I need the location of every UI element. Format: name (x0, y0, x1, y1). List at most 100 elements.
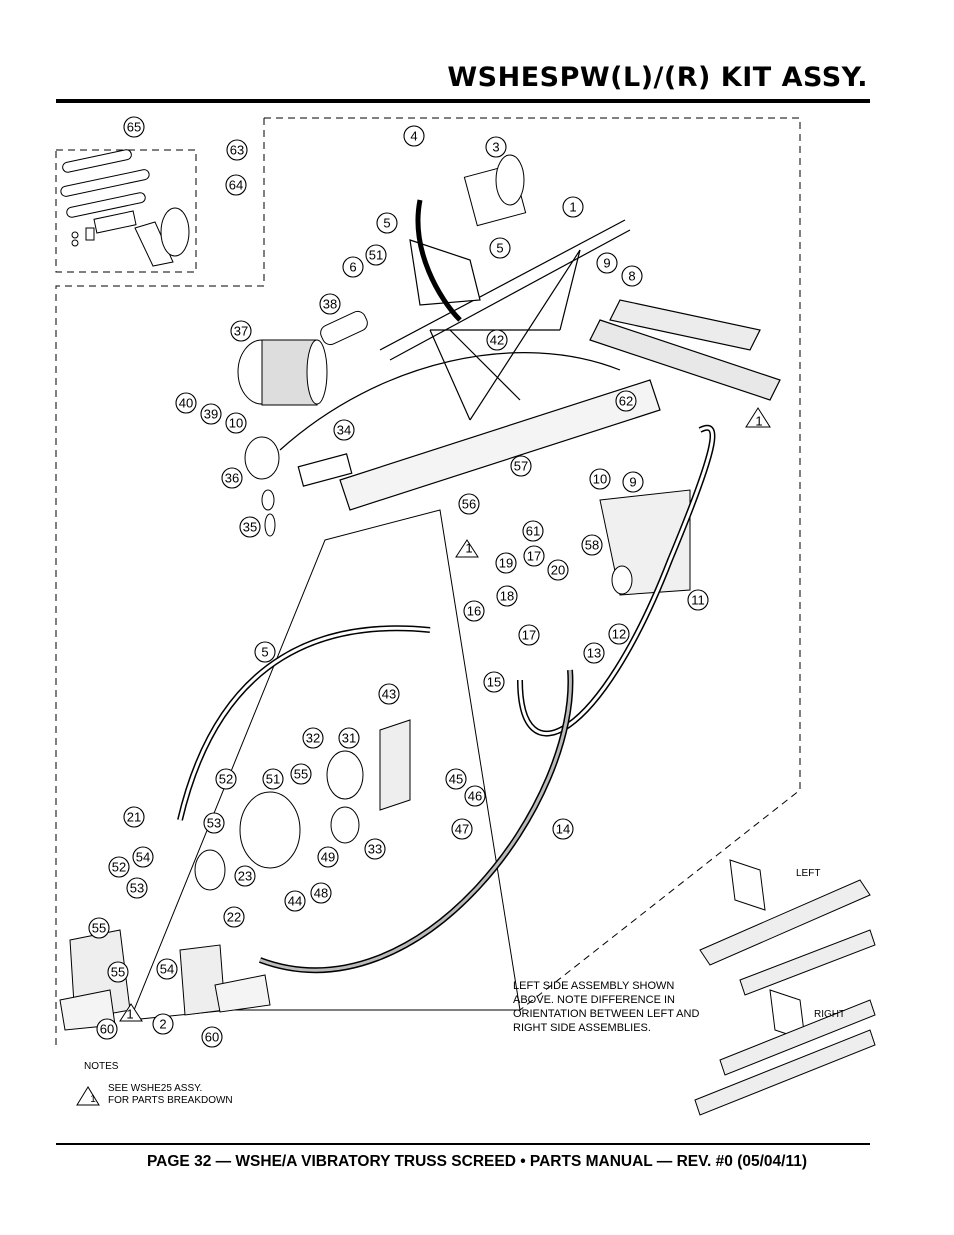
callout-number: 17 (522, 628, 536, 643)
callout-circle (483, 671, 505, 693)
callout-circle (123, 806, 145, 828)
callout-36: 36 (221, 467, 243, 489)
callout-number: 15 (487, 675, 501, 690)
callout-circle (489, 237, 511, 259)
callout-number: 1 (755, 414, 762, 429)
callout-number: 55 (92, 921, 106, 936)
callout-34: 34 (333, 419, 355, 441)
callout-circle (290, 763, 312, 785)
callout-39: 39 (200, 403, 222, 425)
callout-31: 31 (338, 727, 360, 749)
callout-32: 32 (302, 727, 324, 749)
callout-18: 18 (496, 585, 518, 607)
callout-65: 65 (123, 116, 145, 138)
right-inset-label: RIGHT (814, 1009, 845, 1020)
callout-circle (376, 212, 398, 234)
callout-number: 48 (314, 886, 328, 901)
callout-17: 17 (518, 624, 540, 646)
callout-4: 4 (403, 125, 425, 147)
callout-60: 60 (201, 1026, 223, 1048)
callout-number: 60 (100, 1022, 114, 1037)
callout-circle (496, 585, 518, 607)
callout-circle (215, 768, 237, 790)
callout-number: 38 (323, 297, 337, 312)
notes-text: SEE WSHE25 ASSY. FOR PARTS BREAKDOWN (108, 1083, 233, 1107)
callout-number: 4 (410, 129, 417, 144)
callout-circle (589, 468, 611, 490)
callout-57: 57 (510, 455, 532, 477)
drive-assembly (59, 719, 411, 1031)
callout-9: 9 (596, 252, 618, 274)
callout-number: 19 (499, 556, 513, 571)
callout-number: 54 (136, 850, 150, 865)
callout-number: 2 (159, 1017, 166, 1032)
callout-circle (581, 534, 603, 556)
callout-circle (234, 865, 256, 887)
callout-circle (621, 265, 643, 287)
callout-circle (338, 727, 360, 749)
kit-boundary (55, 117, 801, 1050)
callout-number: 16 (467, 604, 481, 619)
callout-circle (523, 545, 545, 567)
callout-circle (365, 244, 387, 266)
callout-circle (107, 961, 129, 983)
callout-58: 58 (581, 534, 603, 556)
callout-circle (201, 1026, 223, 1048)
callout-number: 56 (462, 497, 476, 512)
callout-circle (88, 917, 110, 939)
callout-number: 5 (496, 241, 503, 256)
callout-circle (223, 906, 245, 928)
callout-48: 48 (310, 882, 332, 904)
callout-number: 57 (514, 459, 528, 474)
callout-number: 53 (130, 881, 144, 896)
callout-circle (254, 641, 276, 663)
callout-51: 51 (262, 768, 284, 790)
callout-number: 45 (449, 772, 463, 787)
callout-circle (547, 559, 569, 581)
callout-circle (622, 471, 644, 493)
callout-circle (463, 600, 485, 622)
callout-63: 63 (226, 139, 248, 161)
callout-number: 9 (629, 475, 636, 490)
side-note-line: ORIENTATION BETWEEN LEFT AND (513, 1008, 700, 1020)
callout-circle (687, 589, 709, 611)
callout-8: 8 (621, 265, 643, 287)
callout-21: 21 (123, 806, 145, 828)
callout-number: 61 (526, 524, 540, 539)
callout-49: 49 (317, 846, 339, 868)
callout-60: 60 (96, 1018, 118, 1040)
side-note-line: LEFT SIDE ASSEMBLY SHOWN (513, 980, 675, 992)
callout-circle (486, 329, 508, 351)
callout-number: 37 (234, 324, 248, 339)
callout-number: 6 (349, 260, 356, 275)
callout-circle (132, 846, 154, 868)
callout-circle (495, 552, 517, 574)
callout-circle (175, 392, 197, 414)
callout-number: 52 (219, 772, 233, 787)
side-note-line: ABOVE. NOTE DIFFERENCE IN (513, 994, 675, 1006)
callout-55: 55 (88, 917, 110, 939)
hydraulic-hoses (177, 199, 716, 974)
callout-number: 46 (468, 789, 482, 804)
callout-2: 2 (152, 1013, 174, 1035)
callout-3: 3 (485, 136, 507, 158)
footer-rule (56, 1143, 870, 1145)
callout-circle (284, 890, 306, 912)
callout-number: 64 (229, 178, 243, 193)
callout-circle (403, 125, 425, 147)
callout-number: 3 (492, 140, 499, 155)
callout-circle (156, 958, 178, 980)
callout-circle (310, 882, 332, 904)
notes-flag-number: 1 (90, 1094, 96, 1105)
callout-number: 12 (612, 627, 626, 642)
callout-14: 14 (552, 818, 574, 840)
callout-number: 5 (383, 216, 390, 231)
callout-number: 1 (126, 1007, 133, 1022)
callout-number: 32 (306, 731, 320, 746)
callout-33: 33 (364, 838, 386, 860)
callout-number: 10 (593, 472, 607, 487)
callout-11: 11 (687, 589, 709, 611)
callout-53: 53 (126, 877, 148, 899)
callout-circle (615, 390, 637, 412)
callout-circle (364, 838, 386, 860)
